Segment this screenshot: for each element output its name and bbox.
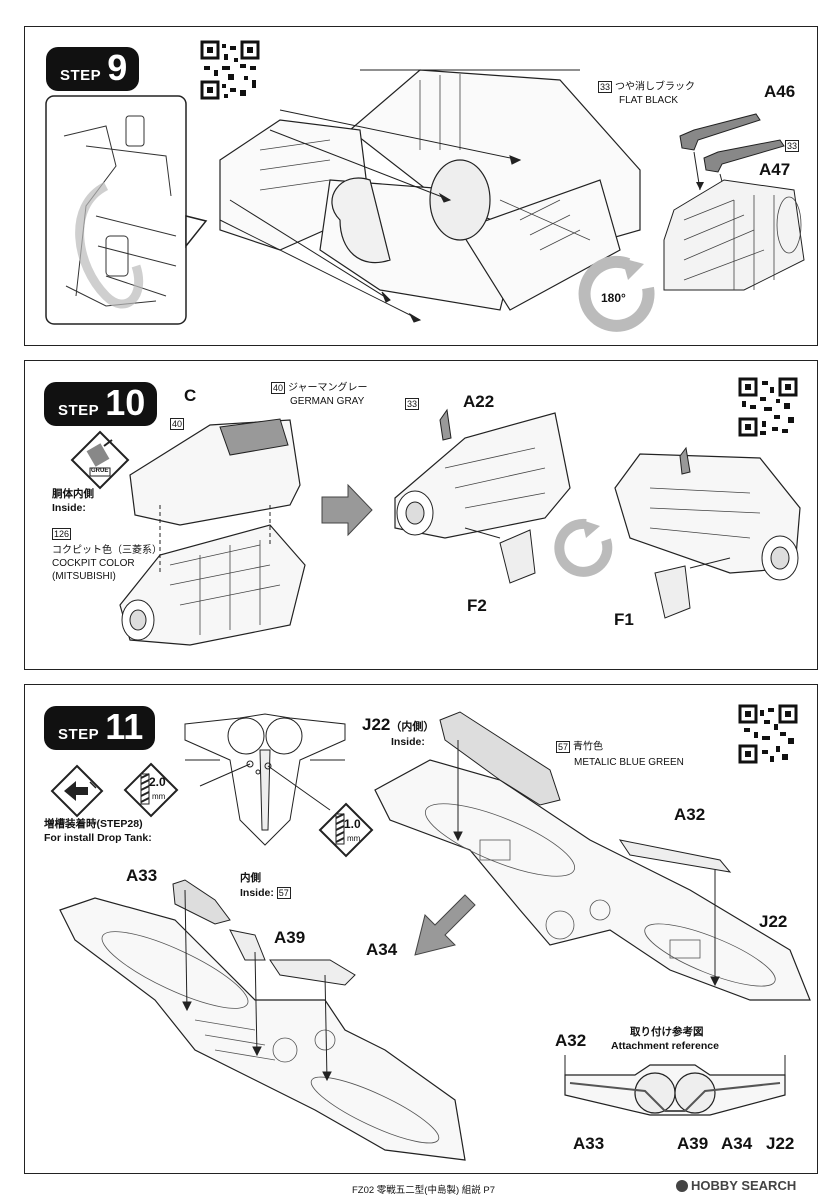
rotate-arrow-icon [554,518,613,577]
step11-arrow [414,894,476,956]
droptank-en: For install Drop Tank: [44,832,152,844]
step9-badge: STEP 9 [46,47,140,91]
step9-detail-inset [45,95,208,325]
left-wing-drawing [59,879,466,1161]
step9-gun-detail [663,113,805,291]
right-wing-drawing [374,711,811,1001]
paint-33-tag-b: 33 [785,140,802,153]
paint-en: FLAT BLACK [619,95,679,106]
part-f2-label: F2 [467,596,487,615]
droptank-jp: 増槽装着時(STEP28) [44,818,143,830]
paint-126-en2: (MITSUBISHI) [52,571,116,582]
ref-j22-label: J22 [766,1134,795,1153]
paint-code-tag: 57 [276,887,291,900]
paint-57-en: METALIC BLUE GREEN [574,757,684,768]
inside2-jp: 内側 [240,872,261,884]
rotate-180-icon [578,255,655,332]
paint-code-tag: 126 [52,528,72,540]
drill-1mm-icon [318,802,374,858]
paint-code-tag: 33 [785,140,800,152]
step-word: STEP [58,402,100,419]
paint-code-tag: 40 [170,418,185,430]
paint-40-en: GERMAN GRAY [290,396,365,407]
ref-jp: 取り付け参考図 [630,1026,704,1038]
j22-inside-en: Inside: [391,736,425,748]
paint-code-tag: 33 [598,81,613,93]
step11-badge: STEP 11 [44,706,156,750]
drill-2mm-unit: mm [152,792,166,801]
part-a46-label: A46 [764,82,796,101]
drill-2mm-icon [123,762,179,818]
part-a34-label: A34 [366,940,398,959]
step-word: STEP [60,67,102,84]
step9-fuselage-drawing [219,69,641,323]
step-number: 9 [107,47,128,88]
step-word: STEP [58,726,100,743]
step10-middle-fuselage-drawing [394,408,571,584]
wing-underside-view [184,713,346,846]
part-a47-label: A47 [759,160,791,179]
qr-code-step11 [738,704,798,764]
part-j22-label: J22 [759,912,788,931]
ref-en: Attachment reference [611,1040,719,1052]
inside2-en-text: Inside: [240,887,274,899]
part-c-label: C [184,386,197,405]
paint-jp: ジャーマングレー [288,382,368,394]
paint-code-tag: 33 [405,398,420,410]
part-j22-top-label: J22（内側） [362,715,434,735]
part-a22-label: A22 [463,392,495,411]
inside-jp: 胴体内側 [52,488,94,500]
watermark: HOBBY SEARCH [676,1178,796,1193]
ref-a32-label: A32 [555,1031,587,1050]
drill-icon [50,764,104,818]
inside2-en: Inside: 57 [240,887,294,900]
paint-jp: 青竹色 [573,741,604,753]
step-number: 11 [105,706,144,747]
ref-a33-label: A33 [573,1134,605,1153]
paint-126-en1: COCKPIT COLOR [52,558,135,569]
paint-code-tag: 40 [271,382,286,394]
part-a39-label: A39 [274,928,306,947]
ref-a34-label: A34 [721,1134,753,1153]
watermark-text: HOBBY SEARCH [691,1178,797,1193]
glue-icon [70,430,130,490]
paint-126-jp: コクピット色（三菱系） [52,545,162,556]
part-f1-label: F1 [614,610,634,629]
step10-left-fuselage-drawing [119,418,306,646]
step10-badge: STEP 10 [44,382,158,426]
paint-33-tag-s10: 33 [405,398,422,411]
paint-code-tag: 57 [556,741,571,753]
inside-en: Inside: [52,502,86,514]
qr-code-step10 [738,377,798,437]
j22-inside-jp: （内側） [390,721,435,733]
attachment-reference-drawing [564,1055,786,1116]
paint-40-tag-b: 40 [170,418,187,431]
ref-a39-label: A39 [677,1134,709,1153]
paint-126-tag: 126 [52,528,74,541]
glue-label: GRUE [91,468,109,474]
qr-code-step9 [200,40,260,100]
drill-1mm-unit: mm [347,834,361,843]
paint-jp: つや消しブラック [615,81,696,93]
page-footer-caption: FZ02 零戦五二型(中島製) 組説 P7 [352,1185,496,1196]
rotate-label: 180° [601,291,626,305]
part-j22-text: J22 [362,715,391,734]
watermark-logo-icon [676,1179,688,1192]
step10-right-fuselage-drawing [614,446,801,619]
drill-2mm-value: 2.0 [149,775,166,789]
drill-1mm-value: 1.0 [344,817,361,831]
step-number: 10 [105,382,146,423]
part-a33-label: A33 [126,866,158,885]
part-a32-label: A32 [674,805,706,824]
step10-next-arrow [321,483,373,537]
